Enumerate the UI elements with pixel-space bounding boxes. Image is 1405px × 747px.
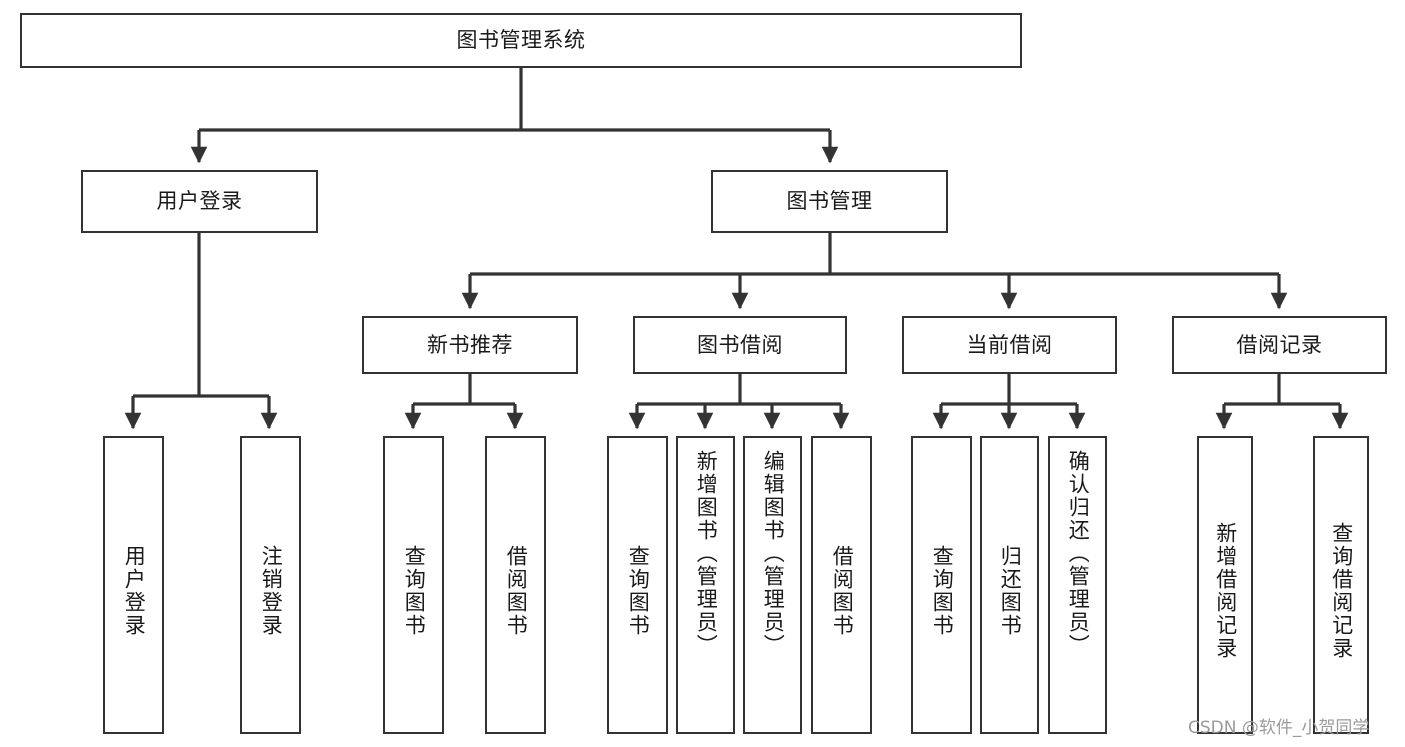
node-label: 注销登录 [259, 545, 284, 637]
node-label: 用户登录 [122, 545, 147, 637]
node-label: 借阅图书 [830, 545, 855, 637]
node-leaf-return-book[interactable]: 归还图书 [980, 436, 1039, 734]
node-leaf-query-book-borrow[interactable]: 查询图书 [607, 436, 668, 734]
node-label: 当前借阅 [966, 332, 1053, 357]
node-label: 新书推荐 [427, 332, 513, 357]
node-leaf-add-borrow-record[interactable]: 新增借阅记录 [1197, 436, 1253, 734]
node-leaf-user-login[interactable]: 用户登录 [103, 436, 164, 734]
node-label: 查询图书 [930, 545, 955, 637]
node-leaf-add-book[interactable]: 新增图书（管理员） [676, 436, 735, 734]
node-leaf-borrow-book-borrow[interactable]: 借阅图书 [811, 436, 872, 734]
node-label: 归还图书 [998, 545, 1023, 637]
node-label: 借阅图书 [504, 545, 529, 637]
node-borrow-record[interactable]: 借阅记录 [1172, 316, 1387, 374]
node-root-book-management-system[interactable]: 图书管理系统 [20, 13, 1022, 68]
node-book-borrow[interactable]: 图书借阅 [633, 316, 847, 374]
node-label: 新增图书（管理员） [694, 450, 719, 657]
node-label: 编辑图书（管理员） [761, 450, 786, 657]
node-leaf-borrow-book-recommend[interactable]: 借阅图书 [485, 436, 546, 734]
node-label: 图书管理 [786, 189, 873, 214]
node-label: 查询借阅记录 [1329, 522, 1354, 660]
node-leaf-query-book-current[interactable]: 查询图书 [911, 436, 972, 734]
node-new-book-recommend[interactable]: 新书推荐 [362, 316, 578, 374]
node-label: 图书管理系统 [456, 28, 586, 53]
node-label: 图书借阅 [697, 332, 783, 357]
node-current-borrow[interactable]: 当前借阅 [902, 316, 1117, 374]
node-label: 用户登录 [156, 189, 243, 214]
node-leaf-query-book-recommend[interactable]: 查询图书 [383, 436, 444, 734]
node-label: 查询图书 [402, 545, 427, 637]
node-label: 查询图书 [626, 545, 651, 637]
node-label: 借阅记录 [1236, 332, 1323, 357]
node-leaf-edit-book[interactable]: 编辑图书（管理员） [743, 436, 802, 734]
node-user-login[interactable]: 用户登录 [81, 170, 318, 233]
node-label: 新增借阅记录 [1213, 522, 1238, 660]
node-book-management[interactable]: 图书管理 [711, 170, 948, 233]
csdn-watermark: CSDN @软件_小贺同学 [1188, 718, 1370, 738]
node-leaf-logout-login[interactable]: 注销登录 [240, 436, 301, 734]
node-label: 确认归还（管理员） [1066, 450, 1091, 657]
node-leaf-confirm-return[interactable]: 确认归还（管理员） [1048, 436, 1107, 734]
node-leaf-query-borrow-record[interactable]: 查询借阅记录 [1313, 436, 1369, 734]
